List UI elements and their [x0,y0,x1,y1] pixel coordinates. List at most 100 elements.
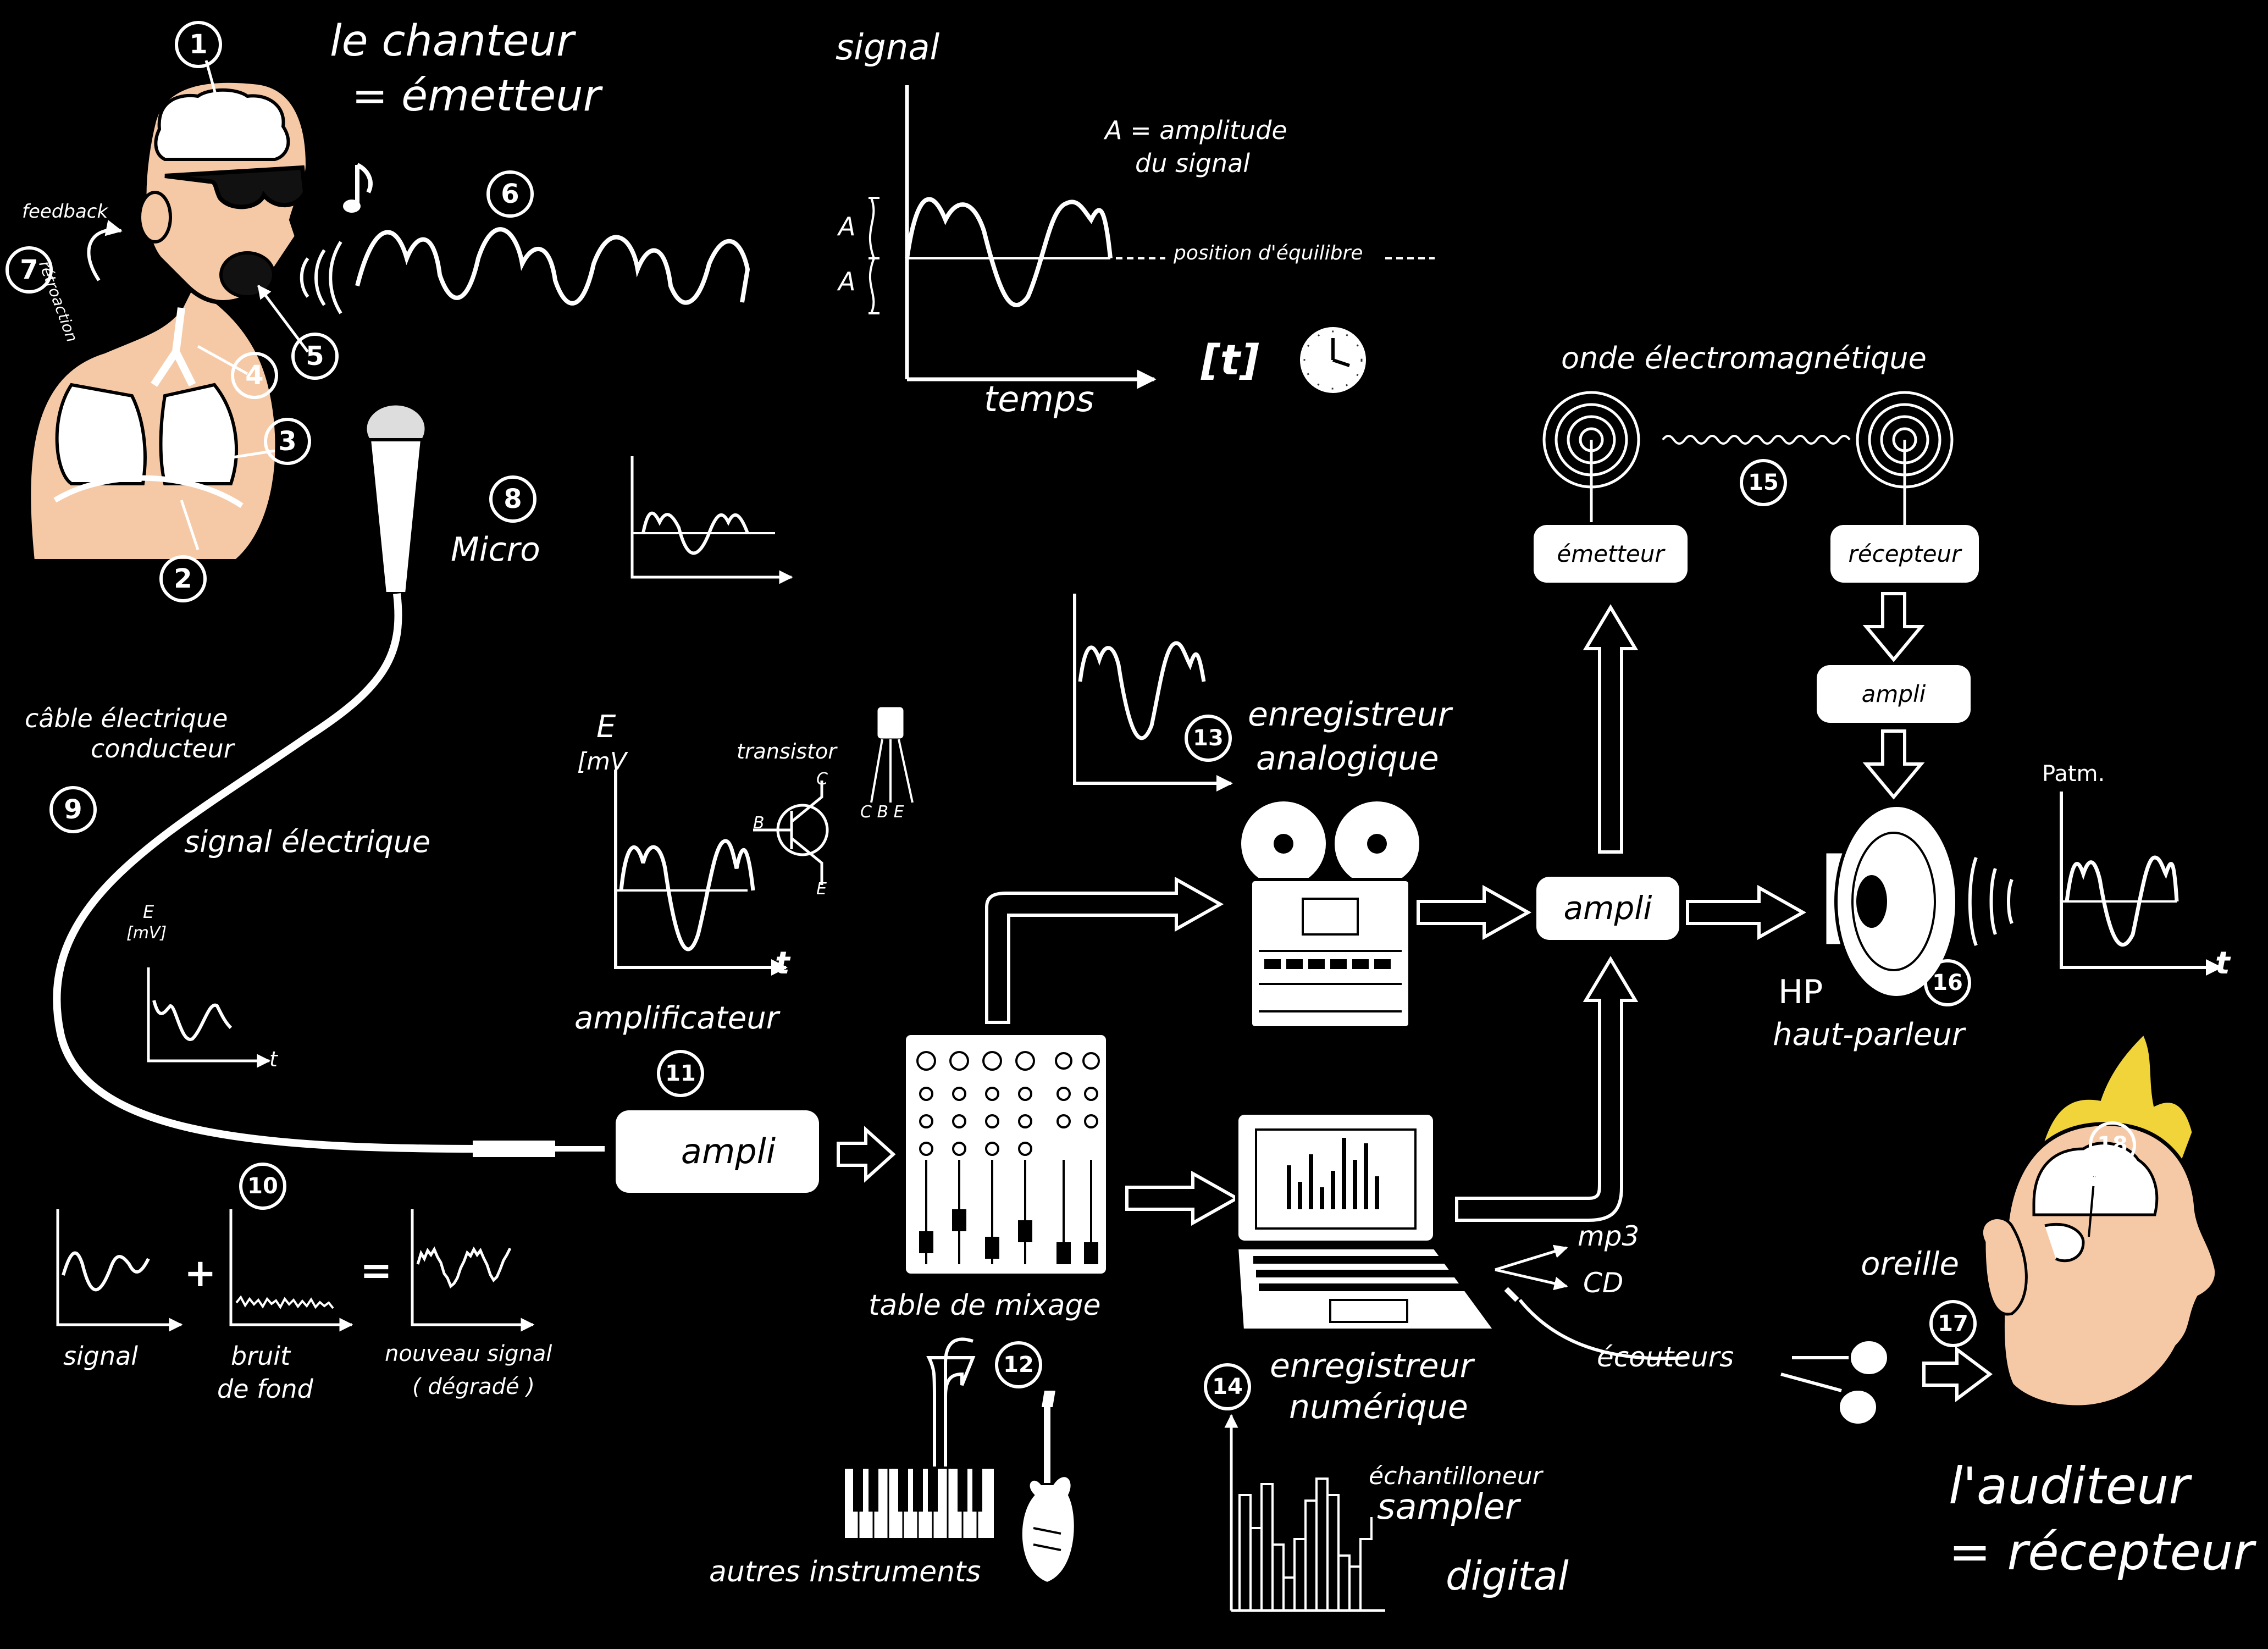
transistor-pins: C B E [860,803,904,822]
micro-graph [630,456,793,584]
signal-graph [869,85,1435,379]
speaker-name-label: haut-parleur [1773,1017,1965,1053]
number-badge-8: 8 [489,475,536,523]
degraded-signal [416,1246,512,1289]
number-badge-12: 12 [995,1341,1042,1388]
number-badge-10: 10 [239,1163,286,1210]
number-badge-2: 2 [159,555,207,602]
number-badge-9: 9 [49,786,97,833]
arrow-headphones-to-ear [1922,1346,1993,1402]
arrow-ampli-to-speaker [1686,884,1807,940]
cd-label: CD [1583,1267,1624,1299]
arrow-ampli-to-mixer [837,1126,896,1183]
sampler-label-line2: sampler [1377,1487,1519,1528]
keyboard-icon [843,1467,996,1540]
equals-sign: = [360,1248,392,1293]
ear-label: oreille [1861,1245,1960,1282]
clock-icon [1298,325,1368,395]
feedback-label: feedback [22,201,108,223]
diaphragm [53,475,244,508]
arrow-to-cd [1495,1268,1568,1291]
number-badge-15: 15 [1740,459,1787,506]
voice-wave [355,227,750,306]
inner-ear [2044,1222,2085,1263]
sunglasses-icon [164,165,308,209]
arrow-ampli-to-speaker-down [1862,729,1925,800]
cable-graph-xlabel: t [269,1047,278,1071]
ampli-box-11: ampli [616,1110,819,1193]
listener-ear [1980,1216,2028,1316]
sound-waves-icon [300,241,342,314]
amplitude-mark-bottom: A [838,267,856,296]
singer-title-line1: le chanteur [330,16,574,66]
digital-label-line1: enregistreur [1270,1347,1474,1385]
number-badge-18: 18 [2089,1121,2136,1169]
arrow-ampli-to-emitter [1583,604,1639,854]
new-signal-line2: ( dégradé ) [412,1374,535,1399]
speaker-icon [1823,804,2013,999]
singer-title-line2: = émetteur [352,71,601,121]
listener-title-line1: l'auditeur [1949,1457,2190,1515]
amplifier-yunit: [mV [577,748,627,776]
music-note-icon [355,163,373,203]
equilibrium-label: position d'équilibre [1174,242,1363,264]
amplifier-xlabel: t [775,945,790,981]
amplitude-bracket [869,197,879,314]
number-badge-1: 1 [175,21,222,68]
cable-label-line2: conducteur [91,734,234,763]
noise-label-line2: de fond [217,1374,313,1404]
number-badge-14: 14 [1204,1363,1251,1410]
electric-signal-label: signal électrique [184,824,431,859]
listener-illustration [1980,1031,2219,1409]
noise-label-line1: bruit [231,1341,291,1371]
noise-line [235,1295,334,1309]
number-badge-17: 17 [1929,1300,1977,1347]
receiver-box: récepteur [1830,525,1979,583]
number-badge-7: 7 [5,246,53,294]
transistor-pin-c: C [816,770,828,789]
headphones-label: écouteurs [1597,1341,1734,1373]
trachea [151,307,196,387]
arrow-analog-to-ampli [1417,884,1532,940]
transistor-pin-b: B [753,814,765,833]
mixer-label: table de mixage [869,1289,1101,1322]
pressure-graph [2060,792,2222,976]
signal-curve [905,197,1113,307]
sampler-graph [1224,1414,1385,1612]
leader-lines [180,60,309,550]
analog-graph [1073,594,1233,792]
antenna-receiver-icon [1856,391,1954,525]
nerve-arrow [2088,1175,2099,1237]
amplitude-note-line2: du signal [1135,148,1251,178]
cable-label-line1: câble électrique [25,704,228,733]
transistor-icon [753,705,914,885]
em-wave-title: onde électromagnétique [1561,341,1927,375]
transistor-label: transistor [737,739,837,763]
new-signal-line1: nouveau signal [385,1341,552,1366]
ampli-box-small: ampli [1817,665,1971,723]
listener-title-line2: = récepteur [1949,1523,2254,1581]
arrow-receiver-to-ampli [1862,592,1925,662]
mp3-label: mp3 [1578,1220,1640,1252]
amplifier-graph [614,770,788,976]
signal-axis-label: signal [836,27,940,68]
digital-word: digital [1446,1553,1569,1599]
number-badge-5: 5 [291,333,339,380]
emitter-box: émetteur [1534,525,1688,583]
amplitude-note-line1: A = amplitude [1105,115,1287,145]
amplifier-name: amplificateur [574,1000,779,1036]
em-wave [1662,435,1851,445]
arrow-instruments-up [944,1337,973,1479]
laptop-icon [1235,1111,1498,1332]
microphone-icon [53,402,605,1157]
noise-graphs [56,1209,535,1332]
number-badge-16: 16 [1924,959,1971,1006]
amplifier-ylabel: E [596,709,616,745]
instruments-label: autres instruments [709,1556,981,1589]
arrow-laptop-to-ampli [1455,956,1639,1222]
lungs-icon [55,383,238,485]
pressure-ylabel: Patm. [2042,761,2105,787]
number-badge-3: 3 [264,418,311,465]
headphones-icon [1504,1287,1889,1426]
cable-mini-graph [147,967,271,1068]
